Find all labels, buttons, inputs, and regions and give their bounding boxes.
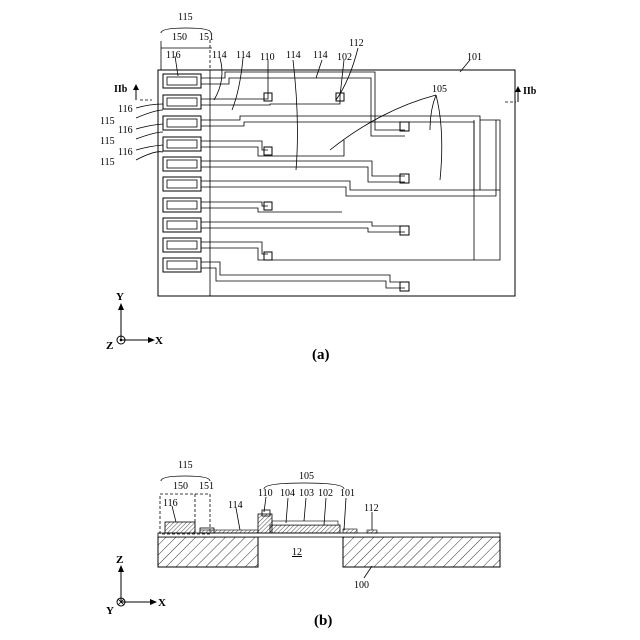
layer-103 — [272, 521, 338, 525]
label-115: 115 — [178, 12, 193, 23]
axes-b: Z Y X — [106, 554, 166, 617]
label-b-102: 102 — [318, 488, 333, 499]
label-114-a: 114 — [212, 50, 227, 61]
section-label-right: IIb — [523, 86, 537, 97]
axis-y-label-b: Y — [106, 605, 114, 617]
axis-z-label-a: Z — [106, 340, 113, 352]
label-b-101: 101 — [340, 488, 355, 499]
label-110: 110 — [260, 52, 275, 63]
label-150: 150 — [172, 32, 187, 43]
pad-116 — [165, 522, 195, 533]
label-105: 105 — [432, 84, 447, 95]
axes-a: Y X Z — [106, 291, 163, 352]
label-b-103: 103 — [299, 488, 314, 499]
label-115-c: 115 — [100, 136, 115, 147]
label-115-d: 115 — [100, 157, 115, 168]
label-b-112: 112 — [364, 503, 379, 514]
label-112: 112 — [349, 38, 364, 49]
section-label-left: IIb — [114, 84, 128, 95]
electrode-110 — [258, 514, 272, 533]
figure-a: 115 150 151 116 114 114 110 114 114 102 … — [100, 12, 537, 363]
label-b-116: 116 — [163, 498, 178, 509]
axis-y-label-a: Y — [116, 291, 124, 303]
label-101: 101 — [467, 52, 482, 63]
axis-x-label-b: X — [158, 597, 166, 609]
label-114-d: 114 — [313, 50, 328, 61]
label-b-105: 105 — [299, 471, 314, 482]
axis-x-label-a: X — [155, 335, 163, 347]
label-b-114: 114 — [228, 500, 243, 511]
label-116-b: 116 — [118, 104, 133, 115]
axis-z-label-b: Z — [116, 554, 123, 566]
figure-b: 115 150 151 116 114 110 104 103 102 101 … — [106, 460, 500, 629]
substrate-100-right — [343, 537, 500, 567]
label-b-100: 100 — [354, 580, 369, 591]
label-115-b: 115 — [100, 116, 115, 127]
leader-lines-a — [136, 40, 470, 180]
label-116-d: 116 — [118, 147, 133, 158]
caption-a: (a) — [312, 347, 330, 363]
wiring-114 — [201, 72, 500, 288]
label-114-b: 114 — [236, 50, 251, 61]
label-b-150: 150 — [173, 481, 188, 492]
substrate-100-left — [158, 537, 258, 567]
label-b-12: 12 — [292, 547, 302, 558]
caption-b: (b) — [314, 613, 332, 629]
label-102: 102 — [337, 52, 352, 63]
wiring-112-b — [367, 530, 377, 533]
label-b-110: 110 — [258, 488, 273, 499]
section-indicators — [133, 84, 521, 102]
sensor-elements — [264, 93, 409, 291]
label-b-104: 104 — [280, 488, 295, 499]
label-116-c: 116 — [118, 125, 133, 136]
wiring-layer-114 — [200, 530, 258, 533]
label-116: 116 — [166, 50, 181, 61]
pads-116 — [163, 74, 201, 272]
layer-102 — [270, 525, 340, 533]
label-b-151: 151 — [199, 481, 214, 492]
label-b-115: 115 — [178, 460, 193, 471]
wiring-112 — [343, 529, 357, 533]
label-114-c: 114 — [286, 50, 301, 61]
label-151: 151 — [199, 32, 214, 43]
